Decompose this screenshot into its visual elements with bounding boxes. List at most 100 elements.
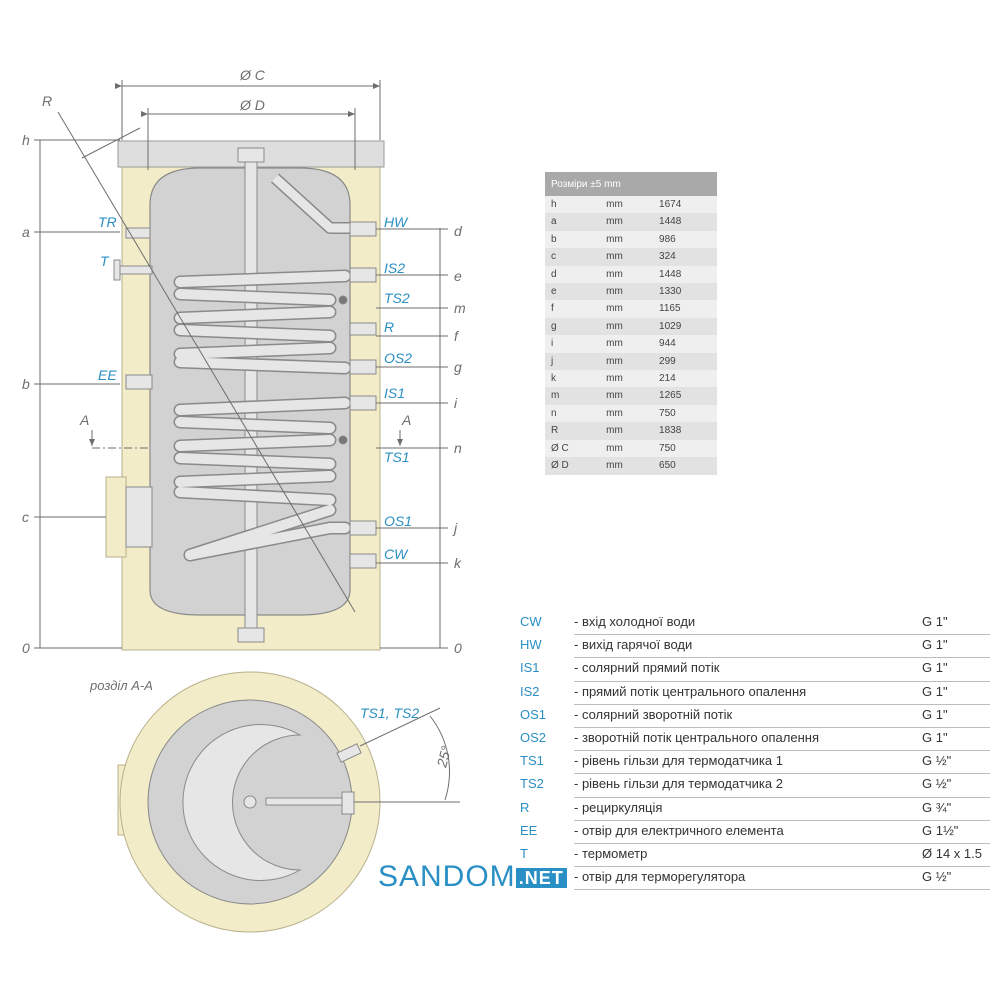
legend-code: OS2: [520, 729, 547, 745]
legend-spec: G 1": [922, 729, 948, 745]
table-cell-unit: mm: [600, 457, 654, 475]
legend-desc: - рівень гільзи для термодатчика 2: [574, 776, 783, 792]
table-cell-unit: mm: [600, 352, 654, 371]
legend-code: OS1: [520, 706, 547, 722]
legend-spec: G ¾": [922, 799, 952, 815]
legend-divider: [574, 750, 990, 752]
table-cell-unit: mm: [600, 283, 654, 301]
table-cell-value: 1448: [653, 265, 717, 284]
level-i-label: i: [454, 395, 458, 411]
table-cell-unit: mm: [600, 300, 654, 318]
legend-desc: - отвір для терморегулятора: [574, 869, 746, 885]
section-coil: [182, 724, 302, 881]
legend-code: HW: [520, 637, 542, 653]
table-cell-name: R: [545, 422, 601, 440]
level-b-label: b: [22, 376, 30, 392]
legend-divider: [574, 842, 990, 844]
section-sensor-fitting: [336, 743, 362, 763]
table-cell-value: 650: [653, 457, 717, 475]
table-cell-unit: mm: [600, 248, 654, 266]
level-f-label: f: [454, 328, 460, 344]
table-cell-unit: mm: [600, 335, 654, 353]
legend-spec: G ½": [922, 753, 952, 769]
section-center-pipe: [243, 795, 257, 809]
level-n-label: n: [454, 440, 462, 456]
level-g-label: g: [454, 359, 462, 375]
table-cell-value: 1265: [653, 387, 717, 405]
table-cell-value: 1165: [653, 300, 717, 318]
legend-spec: G 1": [922, 683, 948, 699]
legend-item: OS2 - зворотній потік центрального опален…: [520, 728, 990, 752]
legend-desc: - зворотній потік центрального опалення: [574, 729, 819, 745]
legend-code: IS1: [520, 660, 540, 676]
legend-divider: [574, 819, 990, 821]
table-cell-unit: mm: [600, 317, 654, 336]
table-cell-name: m: [545, 387, 601, 405]
legend-code: TS2: [520, 776, 544, 792]
top-dimension-lines: [57, 80, 381, 613]
table-cell-value: 214: [653, 370, 717, 388]
legend-code: TS1: [520, 753, 544, 769]
conn-ts2-label: TS2: [384, 290, 410, 306]
table-cell-name: b: [545, 230, 601, 249]
table-cell-name: Ø D: [545, 457, 601, 475]
section-angle-label: 25°: [433, 744, 454, 770]
level-e-label: e: [454, 268, 462, 284]
conn-tr-label: TR: [98, 214, 117, 230]
radius-label: R: [42, 93, 52, 109]
table-cell-value: 324: [653, 248, 717, 266]
legend-divider: [574, 889, 990, 891]
table-cell-value: 299: [653, 352, 717, 371]
table-cell-unit: mm: [600, 230, 654, 249]
legend-code: R: [520, 799, 530, 815]
legend-spec: Ø 14 x 1.5: [922, 845, 982, 861]
level-c-label: c: [22, 509, 29, 525]
top-fitting: [237, 147, 265, 163]
table-cell-value: 1029: [653, 317, 717, 336]
bottom-fitting: [237, 627, 265, 643]
legend-desc: - рециркуляція: [574, 799, 663, 815]
table-cell-name: d: [545, 265, 601, 284]
section-ts-label: TS1, TS2: [360, 705, 419, 721]
table-cell-name: i: [545, 335, 601, 353]
section-sensor-rod: [265, 797, 347, 806]
level-h-label: h: [22, 132, 30, 148]
level-a-label: a: [22, 224, 30, 240]
level-k-label: k: [454, 555, 462, 571]
conn-cw-label: CW: [384, 546, 409, 562]
legend-divider: [574, 680, 990, 682]
left-connections: [105, 227, 153, 558]
table-cell-value: 1448: [653, 213, 717, 231]
level-0-left-label: 0: [22, 640, 30, 656]
table-cell-name: j: [545, 352, 601, 371]
table-cell-unit: mm: [600, 404, 654, 423]
watermark-text: SANDOM: [378, 860, 516, 893]
section-title: розділ А-А: [89, 678, 153, 693]
table-cell-value: 1674: [653, 196, 717, 214]
table-cell-value: 986: [653, 230, 717, 249]
conn-os1-label: OS1: [384, 513, 412, 529]
legend-desc: - вихід гарячої води: [574, 637, 693, 653]
table-cell-unit: mm: [600, 213, 654, 231]
table-cell-name: k: [545, 370, 601, 388]
dimensions-table-header-row: Розміри ±5 mm: [545, 172, 717, 196]
legend-code: T: [520, 845, 528, 861]
table-cell-unit: mm: [600, 439, 654, 458]
